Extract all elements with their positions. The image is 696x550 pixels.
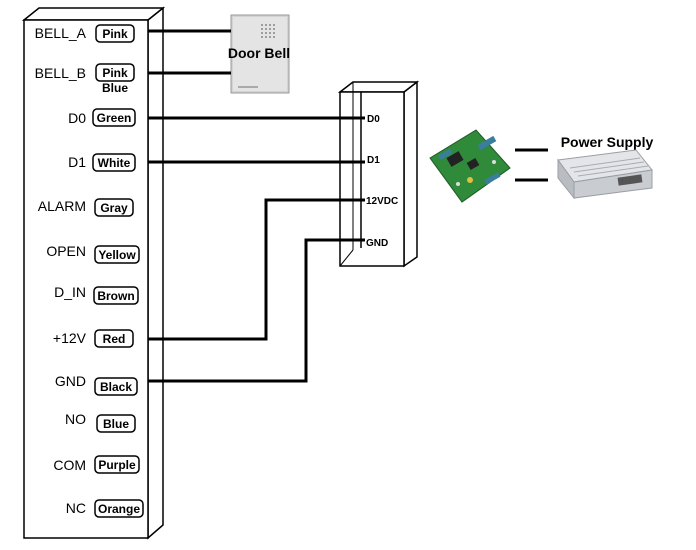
pin-row: BELL_B Pink Blue bbox=[35, 63, 135, 95]
pin-row: D_IN Brown bbox=[54, 284, 139, 305]
pin-label: ALARM bbox=[38, 198, 86, 214]
pin-label: BELL_B bbox=[35, 65, 86, 81]
doorbell-icon bbox=[230, 14, 290, 94]
wire-12v bbox=[148, 198, 365, 341]
pin-label: D_IN bbox=[54, 284, 86, 300]
wire-color-label: Orange bbox=[98, 502, 140, 516]
terminal-label: D0 bbox=[367, 114, 380, 125]
wire-color-label: Black bbox=[100, 380, 132, 394]
doorbell-title: Door Bell bbox=[228, 45, 290, 61]
wiring bbox=[148, 29, 548, 383]
wire-color-label: Purple bbox=[98, 458, 136, 472]
pin-label: GND bbox=[55, 373, 86, 389]
pin-row: OPEN Yellow bbox=[46, 243, 140, 264]
wire-color-label: White bbox=[98, 156, 131, 170]
wire-color-tag bbox=[94, 377, 138, 396]
wire-color-label: Green bbox=[97, 111, 132, 125]
pin-row: GND Black bbox=[55, 373, 138, 396]
wire-color-tag bbox=[94, 499, 144, 518]
wire-color-label: Gray bbox=[100, 201, 128, 215]
pin-label: BELL_A bbox=[35, 25, 87, 41]
wire-color-tag bbox=[94, 329, 134, 348]
pin-label: NO bbox=[65, 411, 86, 427]
wire-color-label: Blue bbox=[103, 417, 129, 431]
pin-row: D1 White bbox=[68, 153, 136, 172]
wire-color-tag bbox=[95, 63, 135, 82]
terminal-label: 12VDC bbox=[366, 196, 398, 207]
wire-color-tag bbox=[94, 455, 140, 474]
wire-color-label-secondary: Blue bbox=[102, 81, 128, 95]
pin-row: D0 Green bbox=[68, 108, 136, 127]
wire-color-tag bbox=[95, 24, 135, 43]
wire-color-label: Red bbox=[103, 332, 126, 346]
wire-gnd bbox=[148, 238, 365, 383]
wire-color-tag bbox=[92, 108, 136, 127]
wire-color-tag bbox=[93, 286, 139, 305]
circuit-board-icon bbox=[429, 129, 511, 203]
power-supply-title: Power Supply bbox=[561, 134, 654, 150]
terminal-label: D1 bbox=[367, 155, 380, 166]
pin-label: COM bbox=[53, 457, 86, 473]
pin-row: BELL_A Pink bbox=[35, 24, 135, 43]
terminal-label: GND bbox=[366, 238, 388, 249]
reader-pin-list: BELL_A Pink BELL_B Pink Blue D0 Green D1… bbox=[35, 24, 144, 518]
pin-label: +12V bbox=[53, 330, 87, 346]
wire-color-tag bbox=[94, 198, 134, 217]
pin-row: COM Purple bbox=[53, 455, 140, 474]
reader-unit bbox=[21, 6, 166, 540]
power-supply-icon bbox=[557, 149, 653, 200]
wire-color-tag bbox=[96, 414, 136, 433]
wire-color-label: Yellow bbox=[98, 248, 136, 262]
pin-row: NO Blue bbox=[65, 411, 136, 433]
wire-color-label: Brown bbox=[97, 289, 134, 303]
pin-row: NC Orange bbox=[66, 499, 144, 518]
wire-color-tag bbox=[94, 245, 140, 264]
wire-color-label: Pink bbox=[102, 27, 128, 41]
controller-terminal-block bbox=[337, 80, 420, 268]
pin-row: +12V Red bbox=[53, 329, 134, 348]
wire-color-label: Pink bbox=[102, 66, 128, 80]
pin-label: D1 bbox=[68, 154, 86, 170]
pin-label: NC bbox=[66, 500, 86, 516]
pin-row: ALARM Gray bbox=[38, 198, 134, 217]
pin-label: D0 bbox=[68, 110, 86, 126]
wire-color-tag bbox=[92, 153, 136, 172]
pin-label: OPEN bbox=[46, 243, 86, 259]
